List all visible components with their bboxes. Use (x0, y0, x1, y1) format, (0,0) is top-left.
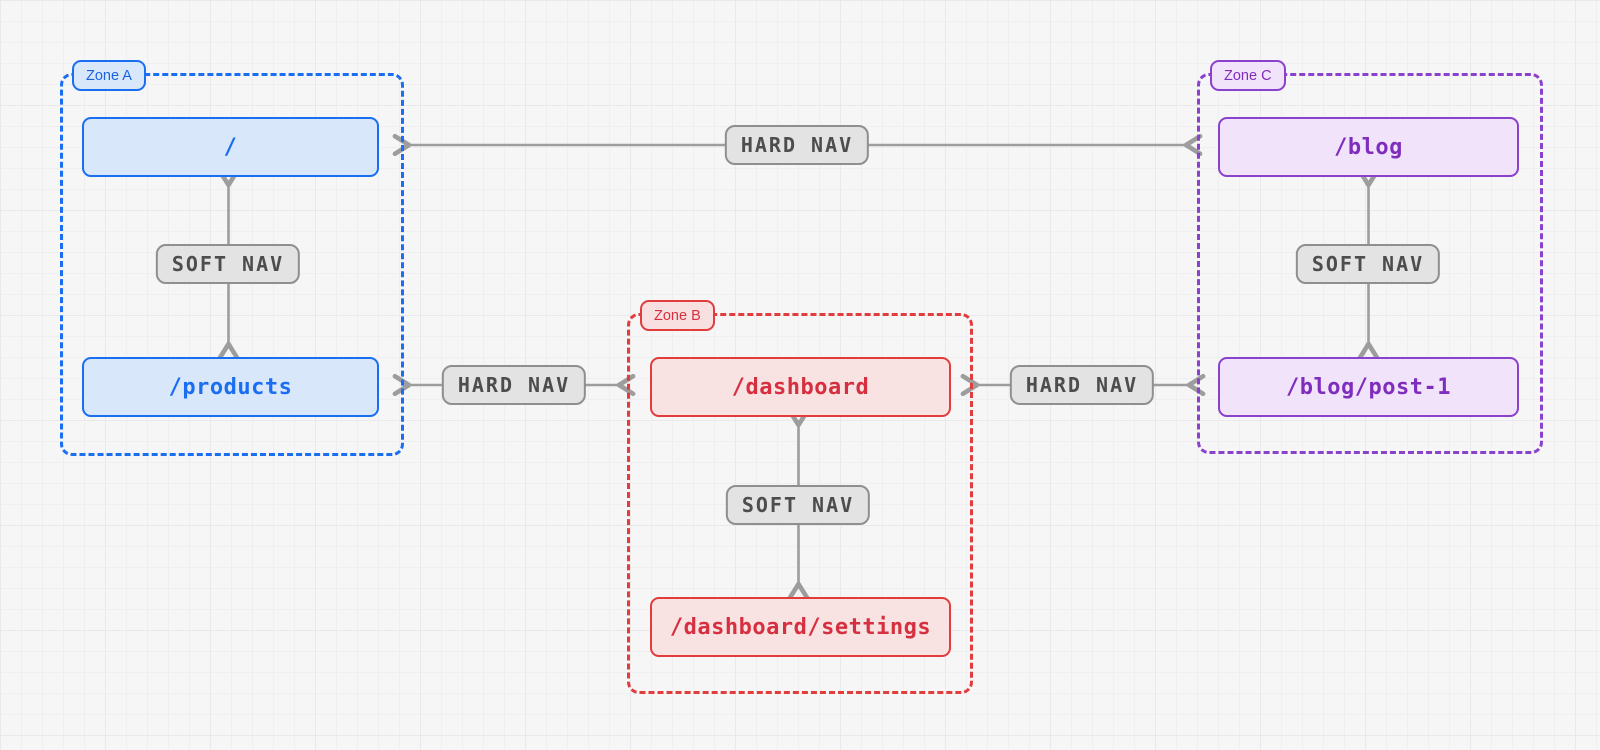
hard-nav-pill-root-blog-text: HARD NAV (740, 133, 854, 157)
route-node-blog-post-1-label: /blog/post-1 (1286, 374, 1451, 400)
route-node-blog-label: /blog (1334, 134, 1403, 160)
route-node-dashboard-settings: /dashboard/settings (650, 597, 951, 657)
hard-nav-pill-root-blog: HARD NAV (724, 125, 870, 165)
zone-b-label: Zone B (640, 300, 715, 331)
route-node-blog: /blog (1218, 117, 1519, 177)
soft-nav-pill-zone-b-text: SOFT NAV (741, 493, 855, 517)
hard-nav-pill-dashboard-post: HARD NAV (1009, 365, 1155, 405)
route-node-root-label: / (223, 134, 238, 160)
route-node-root: / (82, 117, 379, 177)
zone-a-boundary (60, 73, 404, 456)
soft-nav-pill-zone-a-text: SOFT NAV (171, 252, 285, 276)
zone-b-boundary (627, 313, 973, 694)
route-node-products: /products (82, 357, 379, 417)
soft-nav-pill-zone-a: SOFT NAV (155, 244, 301, 284)
soft-nav-pill-zone-c-text: SOFT NAV (1311, 252, 1425, 276)
zone-a-label: Zone A (72, 60, 146, 91)
route-node-dashboard-label: /dashboard (731, 374, 870, 400)
route-node-products-label: /products (168, 374, 293, 400)
soft-nav-pill-zone-b: SOFT NAV (725, 485, 871, 525)
hard-nav-pill-dashboard-post-text: HARD NAV (1025, 373, 1139, 397)
route-node-blog-post-1: /blog/post-1 (1218, 357, 1519, 417)
zone-a-label-text: Zone A (86, 67, 132, 84)
zone-c-boundary (1197, 73, 1543, 454)
zone-c-label: Zone C (1210, 60, 1286, 91)
zone-c-label-text: Zone C (1224, 67, 1272, 84)
soft-nav-pill-zone-c: SOFT NAV (1295, 244, 1441, 284)
route-node-dashboard: /dashboard (650, 357, 951, 417)
hard-nav-pill-products-dashboard: HARD NAV (441, 365, 587, 405)
zone-b-label-text: Zone B (654, 307, 701, 324)
hard-nav-pill-products-dashboard-text: HARD NAV (457, 373, 571, 397)
route-node-dashboard-settings-label: /dashboard/settings (669, 614, 932, 640)
